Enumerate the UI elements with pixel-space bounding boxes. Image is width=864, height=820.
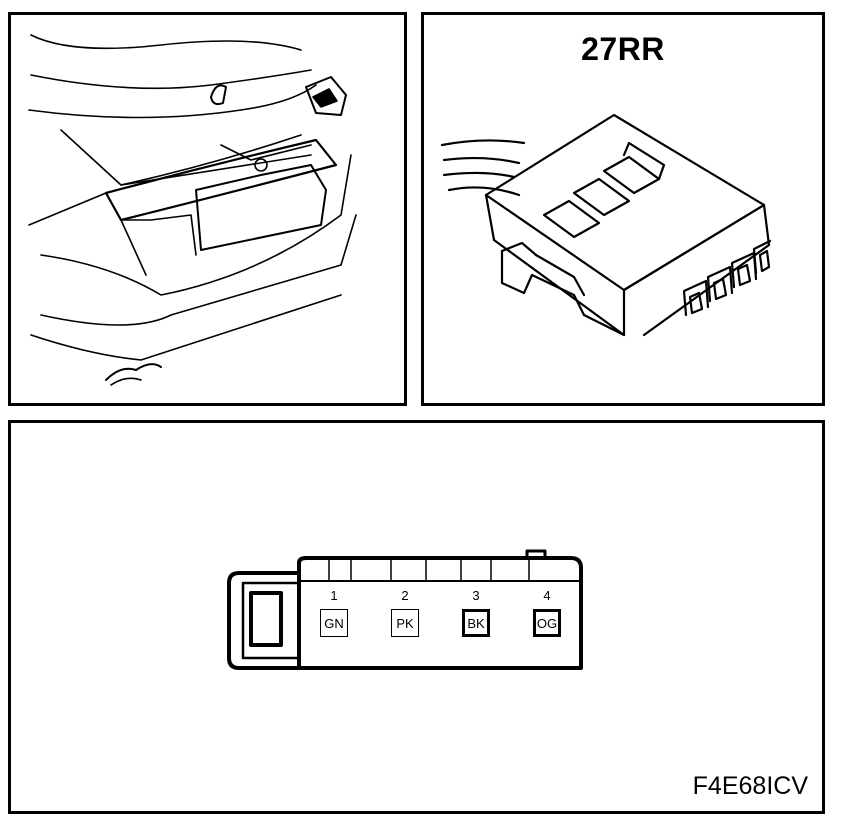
connector-3d-illustration (440, 113, 772, 337)
connector-face-outline (227, 549, 583, 670)
pin-2-wire-color: PK (391, 609, 419, 637)
pin-3-wire-color: BK (462, 609, 490, 637)
pin-number-4: 4 (543, 588, 551, 603)
pin-number-1: 1 (330, 588, 338, 603)
pin-number-2: 2 (401, 588, 409, 603)
connector-face-panel: 1 2 3 4 GN PK BK OG F4E68ICV (8, 420, 825, 814)
car-rear-location-panel (8, 12, 407, 406)
pin-number-3: 3 (472, 588, 480, 603)
pin-4-wire-color: OG (533, 609, 561, 637)
pin-1-wire-color: GN (320, 609, 348, 637)
connector-title: 27RR (581, 31, 665, 67)
connector-3d-panel: 27RR (421, 12, 825, 406)
figure-code: F4E68ICV (692, 772, 808, 800)
car-rear-illustration (28, 34, 357, 386)
